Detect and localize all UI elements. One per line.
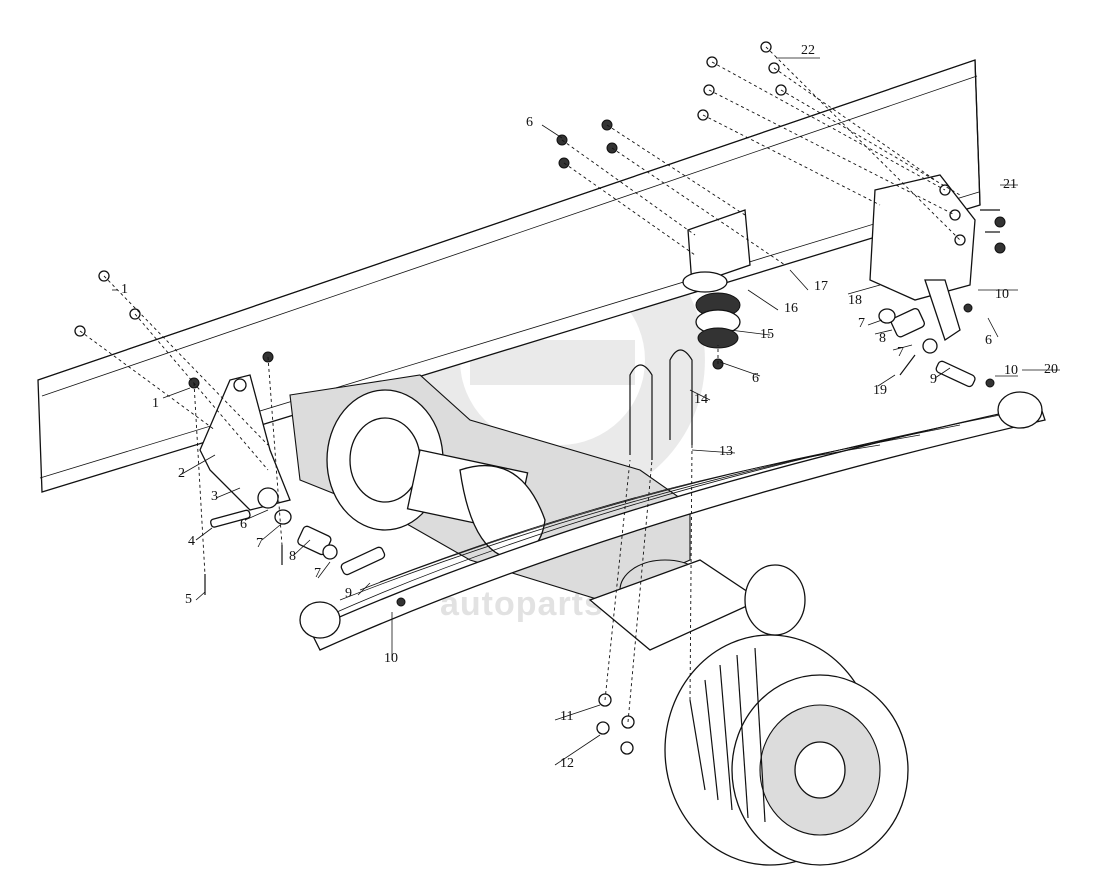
u-bolts [629,349,693,460]
leader-lines [112,57,1060,766]
callout-10: 10 [1004,363,1018,378]
callout-16: 16 [784,301,798,316]
callout-8: 8 [879,331,886,346]
callout-11: 11 [560,709,573,724]
callout-1: 1 [121,282,128,297]
callout-labels: 1 1 2 3 4 5 6 6 6 6 7 7 7 7 8 8 9 9 10 1… [121,43,1058,771]
leaf-spring [299,391,1046,651]
callout-19: 19 [873,383,887,398]
assembly-lines [79,46,961,723]
fastener-bolts [204,209,1000,595]
callout-4: 4 [188,534,195,549]
callout-6: 6 [526,115,533,130]
callout-6: 6 [240,517,247,532]
callout-18: 18 [848,293,862,308]
callout-10: 10 [384,651,398,666]
callout-7: 7 [256,536,263,551]
callout-17: 17 [814,279,828,294]
callout-21: 21 [1003,177,1017,192]
callout-2: 2 [178,466,185,481]
callout-6: 6 [985,333,992,348]
axle-housing [289,374,762,651]
callout-13: 13 [719,444,733,459]
callout-9: 9 [345,586,352,601]
callout-5: 5 [185,592,192,607]
callout-15: 15 [760,327,774,342]
center-hanger [682,209,751,293]
callout-7: 7 [897,345,904,360]
callout-8: 8 [289,549,296,564]
callout-9: 9 [930,372,937,387]
callout-7: 7 [314,566,321,581]
callout-20: 20 [1044,362,1058,377]
callout-1: 1 [152,396,159,411]
frame-rail [37,59,981,493]
callout-14: 14 [694,392,708,407]
callout-12: 12 [560,756,574,771]
brake-drum [664,564,909,866]
callout-22: 22 [801,43,815,58]
callout-3: 3 [211,489,218,504]
callout-7: 7 [858,316,865,331]
rubber-bumper [695,292,741,349]
rear-spring-bracket [869,174,976,342]
callout-10: 10 [995,287,1009,302]
bushings-pins [210,307,976,576]
callout-6: 6 [752,371,759,386]
